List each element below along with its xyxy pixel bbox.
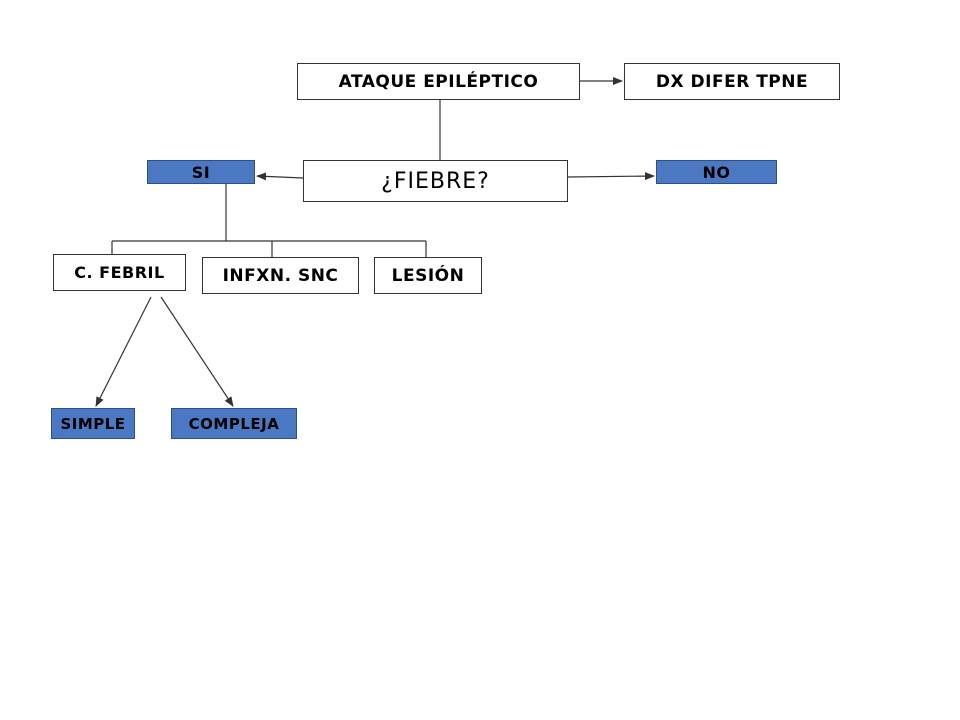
edge-c-febril-to-compleja [160, 296, 234, 407]
edge-fiebre-to-no [567, 172, 655, 181]
node-c-febril: C. FEBRIL [53, 254, 186, 291]
node-lesion: LESIÓN [374, 257, 482, 294]
node-compleja: COMPLEJA [171, 408, 297, 439]
node-fiebre-question: ¿FIEBRE? [303, 160, 568, 202]
edge-c-febril-to-simple [95, 296, 152, 407]
node-no: NO [656, 160, 777, 184]
node-simple: SIMPLE [51, 408, 135, 439]
node-infxn-snc: INFXN. SNC [202, 257, 359, 294]
node-si: SI [147, 160, 255, 184]
node-dx-difer-tpne: DX DIFER TPNE [624, 63, 840, 100]
node-ataque-epileptico: ATAQUE EPILÉPTICO [297, 63, 580, 100]
edge-fiebre-to-si [256, 172, 304, 181]
